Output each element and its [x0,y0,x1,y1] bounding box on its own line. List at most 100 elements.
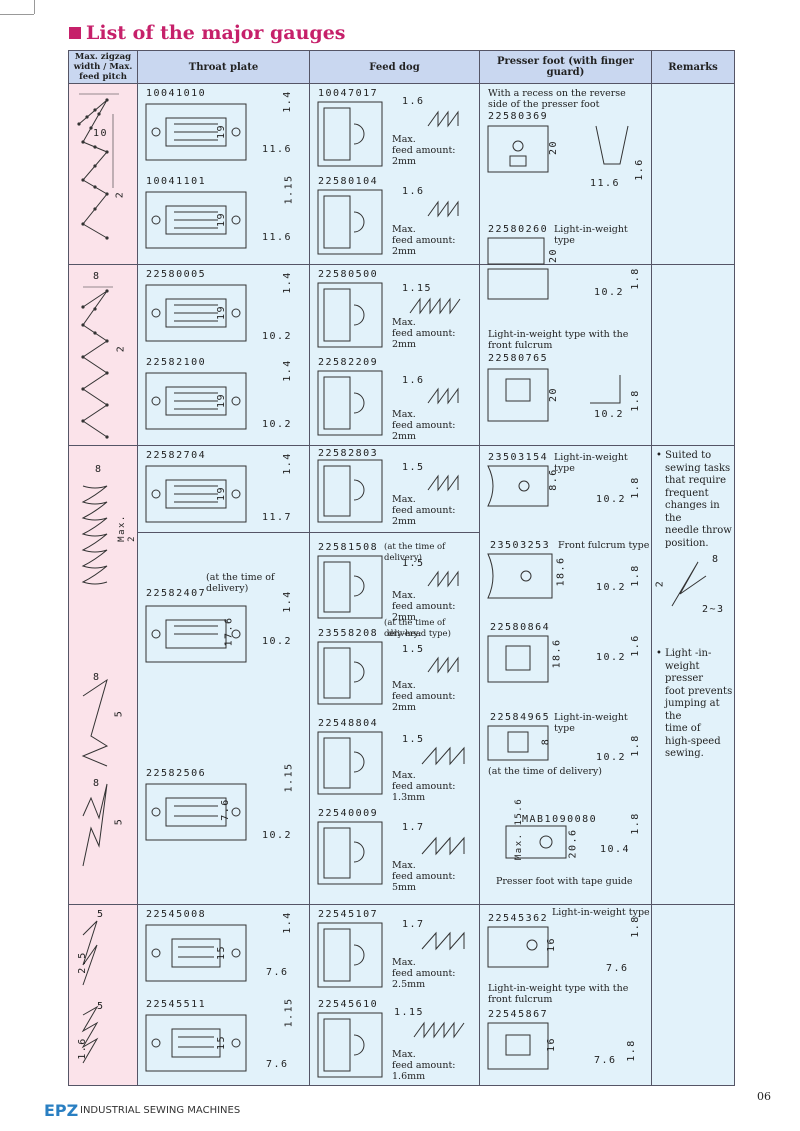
throat-plate-part-number: 22582704 [146,450,207,461]
throat-plate-part-number: 22582407 [146,588,207,599]
feed-dog-part-number: 22548804 [318,718,379,729]
throat-plate-part-number: 22580005 [146,269,207,280]
presser-note: Light-in-weight type with the front fulc… [488,983,629,1005]
throat-plate-drawing [145,372,247,430]
feed-dog-drawing [317,1012,383,1078]
zigzag-cell: 5 2.5 5 1.6 [68,904,138,1086]
feed-dog-drawing [317,459,383,523]
feed-dog-cell: 22580500 1.15 Max. feed amount: 2mm 2258… [309,264,480,446]
throat-plate-cell: 22580005 19 1.4 10.2 22582100 [137,264,310,446]
remarks-zigzag-diagram [671,561,707,607]
crop-mark [0,14,34,15]
feed-dog-part-number: 22582803 [318,448,379,459]
throat-dim: 11.6 [262,232,293,243]
feed-pitch-label: 1.6 [402,186,425,197]
feed-dog-drawing [317,821,383,885]
throat-plate-cell: 22545008 15 1.4 7.6 22545511 [137,904,310,1086]
zigzag-width-label: 10 [93,128,109,139]
page-title: List of the major gauges [69,22,346,44]
presser-part-number: 22580369 [488,111,549,122]
header-presser-foot: Presser foot (with finger guard) [479,50,652,84]
zigzag-pitch-label: 2 [115,344,127,353]
throat-dim: 19 [216,211,228,228]
throat-dim: 1.15 [283,174,295,205]
presser-part-number: 22580260 [488,224,549,235]
delivery-note: (at the time of delivery: [384,618,446,639]
feed-dog-part-number: 22580104 [318,176,379,187]
presser-foot-cell: 10.2 1.8 Light-in-weight type with the f… [479,264,652,446]
gauges-table: Max. zigzag width / Max. feed pitch Thro… [68,50,735,1086]
feed-dog-drawing [317,370,383,436]
remarks-cell [651,264,735,446]
throat-plate-part-number: 22582100 [146,357,207,368]
presser-type-label: Light-in-weight type [554,224,628,246]
feed-dog-cell: 22582803 1.5 Max. feed amount: 2mm 22581… [309,445,480,905]
throat-plate-drawing [145,103,247,161]
feed-dog-part-number: 10047017 [318,88,379,99]
throat-plate-drawing [145,605,247,663]
throat-plate-drawing [145,191,247,249]
throat-plate-part-number: 22545511 [146,999,207,1010]
presser-foot-drawing [487,553,553,599]
brand-logo: EPZ [44,1101,79,1120]
throat-plate-cell: 22582704 19 1.4 11.7 (at the time of del… [137,445,310,905]
feed-dog-drawing [317,282,383,348]
presser-part-number: 23503253 [490,540,551,551]
feed-dog-part-number: 22582209 [318,357,379,368]
zigzag-cell: 10 2 [68,83,138,265]
feed-dog-drawing [317,641,383,705]
presser-part-number: 22545362 [488,913,549,924]
feed-dog-part-number: 22545107 [318,909,379,920]
zigzag-width-label: 8 [93,271,101,282]
remarks-cell [651,83,735,265]
throat-plate-drawing [145,465,247,523]
feed-dog-cell: 10047017 1.6 Max. feed amount: 2mm 22580… [309,83,480,265]
feed-pitch-label: 1.6 [402,96,425,107]
throat-plate-drawing [145,783,247,841]
presser-foot-drawing [487,125,549,173]
throat-dim: 11.6 [262,144,293,155]
zigzag-cell: 8 Max. 2 8 5 8 5 [68,445,138,905]
presser-part-number: 22545867 [488,1009,549,1020]
remarks-cell [651,904,735,1086]
delivery-note: (at the time of delivery) [384,542,446,563]
throat-plate-drawing [145,1014,247,1072]
throat-plate-cell: 10041010 19 1.4 11.6 10041101 [137,83,310,265]
feed-dog-part-number: 22540009 [318,808,379,819]
title-square-icon [69,27,81,39]
throat-plate-part-number: 10041010 [146,88,207,99]
presser-part-number: 22580765 [488,353,549,364]
throat-plate-drawing [145,924,247,982]
presser-note: Light-in-weight type with the front fulc… [488,329,629,351]
header-remarks: Remarks [651,50,735,84]
presser-foot-drawing [487,1022,549,1070]
feed-dog-part-number: 23558208 [318,628,379,639]
footer-text: INDUSTRIAL SEWING MACHINES [80,1105,241,1116]
throat-dim: 1.4 [281,90,293,113]
zigzag-diagram [77,93,119,240]
presser-part-number: 22584965 [490,712,551,723]
presser-part-number: 23503154 [488,452,549,463]
zigzag-diagram [81,485,109,867]
zigzag-diagram [81,286,113,439]
throat-dim: 19 [216,123,228,140]
feed-amount-note: feed amount: 2mm [392,235,456,257]
presser-foot-drawing [487,725,549,761]
presser-foot-drawing [487,268,549,300]
zigzag-cell: 8 2 [68,264,138,446]
feed-dog-drawing [317,101,383,167]
presser-foot-cell: With a recess on the reverse side of the… [479,83,652,265]
zigzag-pitch-label: 2 [114,190,126,199]
zigzag-diagram [81,920,99,1064]
feed-dog-part-number: 22545610 [318,999,379,1010]
presser-foot-drawing [487,237,545,265]
feed-dog-drawing [317,555,383,619]
feed-dog-cell: 22545107 1.7 Max. feed amount: 2.5mm 225… [309,904,480,1086]
feed-dog-drawing [317,922,383,988]
presser-foot-drawing [487,465,549,507]
presser-part-number: 22580864 [490,622,551,633]
throat-plate-part-number: 22582506 [146,768,207,779]
header-feed-dog: Feed dog [309,50,480,84]
